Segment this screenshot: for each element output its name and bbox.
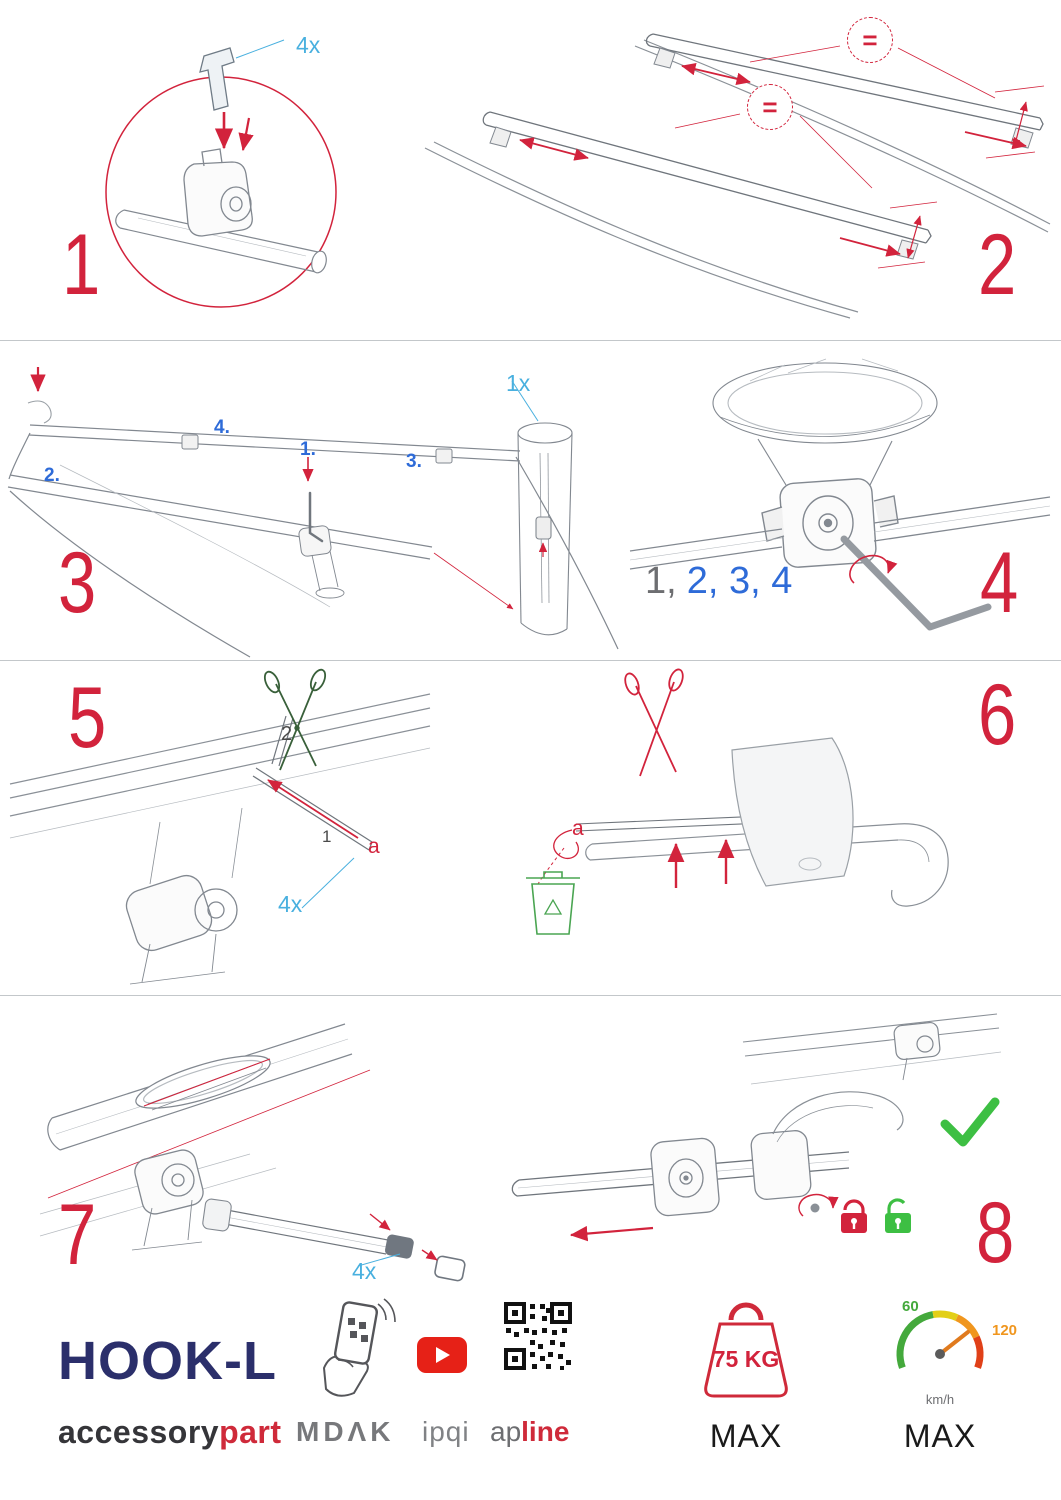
step4-illustration — [629, 358, 1051, 631]
phone-qr-scan-icon — [322, 1298, 396, 1397]
cone-cutaway — [517, 422, 573, 636]
step5-insert-label: 1 — [322, 827, 332, 846]
step3-illustration — [7, 367, 619, 658]
weight-value: 75 KG — [712, 1346, 780, 1372]
step5-illustration — [9, 668, 431, 985]
hook-cover — [731, 737, 854, 887]
weight-icon — [704, 1302, 788, 1398]
section-divider — [0, 660, 1061, 661]
check-icon — [940, 1097, 1000, 1147]
scissors-green-icon — [263, 668, 327, 771]
end-cap — [385, 1234, 466, 1282]
brand-apline: apline — [490, 1416, 569, 1448]
step1-qty-label: 4x — [296, 32, 321, 58]
step-2-number: 2 — [978, 217, 1017, 313]
step3-label-2: 2. — [44, 465, 60, 486]
step6-illustration — [526, 668, 949, 935]
step3-label-1: 1. — [300, 439, 316, 460]
section-divider — [0, 340, 1061, 341]
trash-recycle-icon — [526, 871, 580, 935]
speed-max-label: MAX — [903, 1418, 977, 1454]
weight-max-label: MAX — [709, 1418, 783, 1454]
step3-qty-label: 1x — [506, 370, 531, 396]
speed-unit-label: km/h — [925, 1392, 955, 1407]
step2-illustration — [424, 33, 1051, 319]
allen-key — [308, 491, 324, 543]
brand-accessorypart: accessorypart — [58, 1414, 282, 1451]
brand-part: part — [219, 1414, 282, 1450]
step-7-number: 7 — [58, 1187, 97, 1283]
step3-label-4: 4. — [214, 417, 230, 438]
sequence-text: 1,2, 3, 4 — [645, 560, 792, 603]
step-6-number: 6 — [978, 667, 1017, 763]
step5-a-label: a — [368, 835, 380, 858]
step-5-number: 5 — [68, 670, 107, 766]
step1-illustration — [105, 39, 337, 308]
section-divider — [0, 995, 1061, 996]
sequence-blue: 2, 3, 4 — [686, 560, 793, 602]
bracket-part — [199, 47, 235, 111]
step6-a-label: a — [572, 817, 584, 840]
brand-line: line — [521, 1416, 570, 1447]
scissors-red-icon — [624, 668, 684, 777]
brand-mdak: MDΛK — [296, 1416, 395, 1447]
equal-badge: = — [747, 84, 793, 130]
step5-cut-label: 2 — [281, 723, 293, 745]
step-8-number: 8 — [976, 1185, 1015, 1281]
step8-illustration — [511, 1013, 1002, 1242]
equal-badge: = — [847, 17, 893, 63]
step7-qty-label: 4x — [352, 1258, 377, 1284]
allen-key — [840, 535, 992, 631]
step-1-number: 1 — [62, 217, 101, 313]
qr-code-icon — [504, 1302, 572, 1370]
product-name: HOOK-L — [58, 1331, 277, 1391]
lock-open-icon — [885, 1198, 911, 1233]
speed-low-label: 60 — [902, 1298, 919, 1315]
lock-closed-icon — [841, 1199, 867, 1233]
speedometer-icon — [896, 1310, 984, 1369]
step3-label-3: 3. — [406, 451, 422, 472]
step5-qty-label: 4x — [278, 891, 303, 917]
sequence-gray: 1, — [645, 560, 677, 602]
step-4-number: 4 — [980, 535, 1019, 631]
brand-accessory: accessory — [58, 1414, 220, 1450]
step7-illustration — [39, 1023, 466, 1282]
speed-high-label: 120 — [992, 1322, 1018, 1339]
step-3-number: 3 — [58, 535, 97, 631]
brand-ap: ap — [490, 1416, 522, 1447]
youtube-icon — [417, 1337, 467, 1373]
brand-ipqi: ipqi — [422, 1416, 470, 1447]
